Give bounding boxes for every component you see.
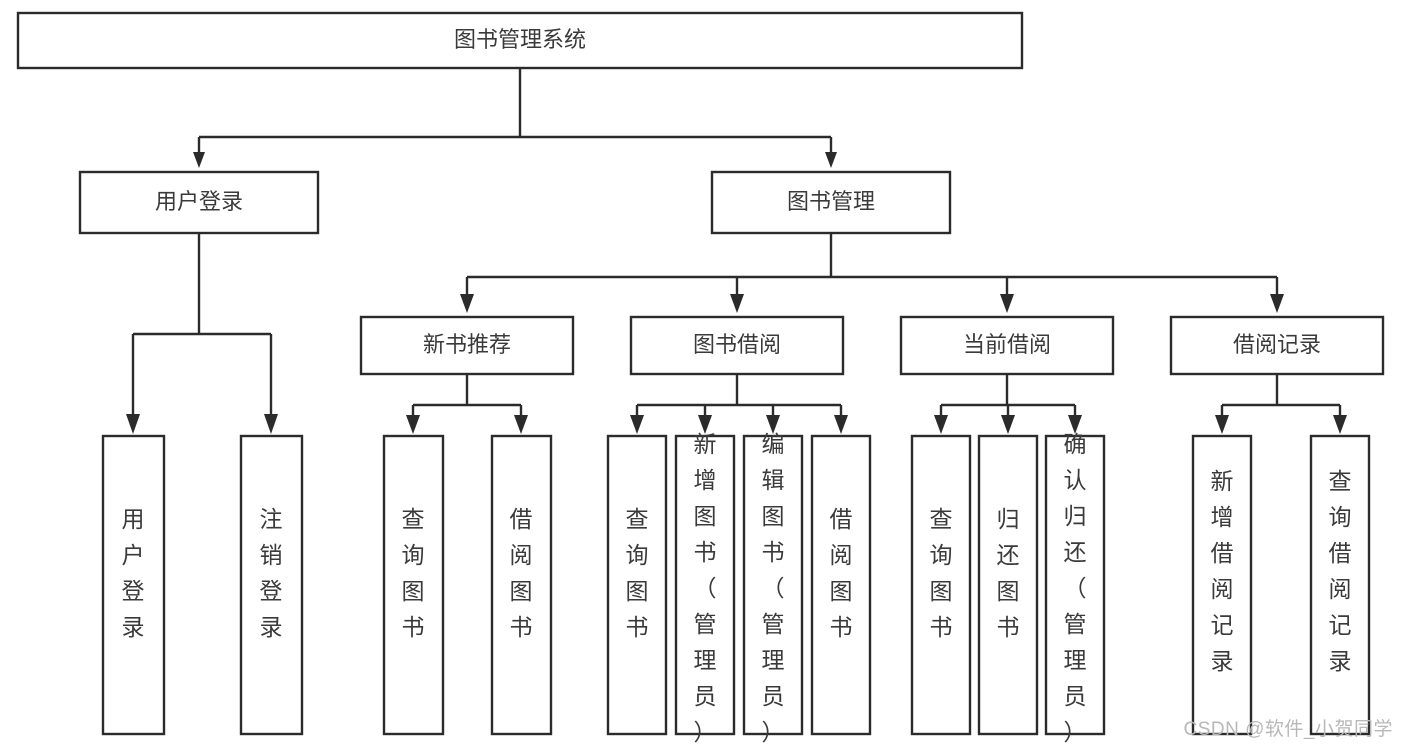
leaf-query-book-2-label: 查询图书 (626, 506, 649, 640)
leaf-edit-book[interactable]: 编辑图书（管理员） (742, 431, 804, 745)
node-new-book-recommend-label: 新书推荐 (423, 332, 511, 357)
connector-book-borrow-to-leaves (630, 374, 848, 434)
arrowhead-leaf-add-record (1215, 415, 1229, 434)
node-new-book-recommend[interactable]: 新书推荐 (359, 315, 575, 376)
leaf-return-book[interactable]: 归还图书 (977, 434, 1039, 736)
arrowhead-new-book-recommend (460, 294, 474, 313)
leaf-query-record-label: 查询借阅记录 (1329, 468, 1352, 674)
arrowhead-leaf-borrow-book-1 (514, 415, 528, 434)
connector-root-to-level2 (193, 68, 837, 168)
leaf-user-login[interactable]: 用户登录 (101, 434, 166, 736)
node-book-manage-box[interactable] (710, 170, 952, 235)
leaf-borrow-book-2-box[interactable] (810, 434, 872, 736)
node-borrow-record-label: 借阅记录 (1233, 332, 1321, 357)
arrowhead-current-borrow (1000, 294, 1014, 313)
arrowhead-borrow-record (1270, 294, 1284, 313)
leaf-query-book-1-box[interactable] (382, 434, 445, 736)
connector-book-manage-to-level3 (460, 233, 1284, 313)
leaf-query-book-1[interactable]: 查询图书 (382, 434, 445, 736)
leaf-query-record[interactable]: 查询借阅记录 (1309, 434, 1371, 736)
node-user-login-label: 用户登录 (155, 189, 243, 214)
leaf-query-book-2-box[interactable] (606, 434, 668, 736)
arrowhead-leaf-add-book (698, 415, 712, 434)
leaf-query-book-3[interactable]: 查询图书 (910, 434, 972, 736)
node-new-book-recommend-box[interactable] (359, 315, 575, 376)
leaf-user-logout[interactable]: 注销登录 (239, 434, 304, 736)
arrowhead-leaf-query-book-2 (630, 415, 644, 434)
node-user-login[interactable]: 用户登录 (78, 170, 320, 235)
arrowhead-book-manage (825, 152, 837, 168)
leaf-query-book-3-box[interactable] (910, 434, 972, 736)
arrowhead-leaf-return-book (1001, 415, 1015, 434)
connector-borrow-record-to-leaves (1215, 374, 1347, 434)
node-current-borrow[interactable]: 当前借阅 (899, 315, 1115, 376)
leaf-add-record-label: 新增借阅记录 (1211, 468, 1234, 674)
leaf-borrow-book-1-label: 借阅图书 (510, 506, 533, 640)
node-borrow-record-box[interactable] (1169, 315, 1385, 376)
node-root[interactable]: 图书管理系统 (16, 11, 1024, 70)
connector-new-book-to-leaves (406, 374, 528, 434)
leaf-borrow-book-1-box[interactable] (490, 434, 553, 736)
arrowhead-leaf-borrow-book-2 (834, 415, 848, 434)
leaf-edit-book-box[interactable] (742, 434, 804, 736)
leaf-borrow-book-2-label: 借阅图书 (830, 506, 853, 640)
leaf-add-book[interactable]: 新增图书（管理员） (674, 431, 736, 745)
leaf-confirm-return-box[interactable] (1044, 434, 1106, 736)
node-current-borrow-box[interactable] (899, 315, 1115, 376)
node-root-label: 图书管理系统 (454, 27, 586, 52)
node-book-manage[interactable]: 图书管理 (710, 170, 952, 235)
leaf-query-book-1-label: 查询图书 (402, 506, 425, 640)
leaf-add-record[interactable]: 新增借阅记录 (1191, 434, 1253, 736)
leaf-user-login-box[interactable] (101, 434, 166, 736)
leaf-return-book-box[interactable] (977, 434, 1039, 736)
leaf-add-record-box[interactable] (1191, 434, 1253, 736)
node-book-borrow-box[interactable] (629, 315, 845, 376)
leaf-user-logout-box[interactable] (239, 434, 304, 736)
arrowhead-leaf-query-book-1 (406, 415, 420, 434)
leaf-user-login-label: 用户登录 (122, 506, 145, 640)
arrowhead-book-borrow (730, 294, 744, 313)
arrowhead-leaf-query-record (1333, 415, 1347, 434)
arrowhead-user-login (193, 152, 205, 168)
arrowhead-leaf-confirm-return (1068, 415, 1082, 434)
node-book-borrow-label: 图书借阅 (693, 332, 781, 357)
leaf-confirm-return-label: 确认归还（管理员） (1064, 431, 1087, 745)
arrowhead-leaf-user-logout (264, 414, 278, 434)
connector-user-login-to-leaves (126, 233, 278, 434)
connector-current-borrow-to-leaves (934, 374, 1082, 434)
node-borrow-record[interactable]: 借阅记录 (1169, 315, 1385, 376)
leaf-user-logout-label: 注销登录 (260, 506, 283, 640)
arrowhead-leaf-edit-book (766, 415, 780, 434)
leaf-edit-book-label: 编辑图书（管理员） (762, 431, 785, 745)
leaf-borrow-book-1[interactable]: 借阅图书 (490, 434, 553, 736)
leaf-query-book-3-label: 查询图书 (930, 506, 953, 640)
leaf-query-book-2[interactable]: 查询图书 (606, 434, 668, 736)
leaf-borrow-book-2[interactable]: 借阅图书 (810, 434, 872, 736)
leaf-return-book-label: 归还图书 (997, 506, 1020, 640)
leaf-add-book-box[interactable] (674, 434, 736, 736)
node-book-borrow[interactable]: 图书借阅 (629, 315, 845, 376)
node-current-borrow-label: 当前借阅 (963, 332, 1051, 357)
node-root-box[interactable] (16, 11, 1024, 70)
leaf-add-book-label: 新增图书（管理员） (694, 431, 717, 745)
node-book-manage-label: 图书管理 (787, 189, 875, 214)
arrowhead-leaf-query-book-3 (934, 415, 948, 434)
leaf-confirm-return[interactable]: 确认归还（管理员） (1044, 431, 1106, 745)
leaf-query-record-box[interactable] (1309, 434, 1371, 736)
arrowhead-leaf-user-login (126, 414, 140, 434)
